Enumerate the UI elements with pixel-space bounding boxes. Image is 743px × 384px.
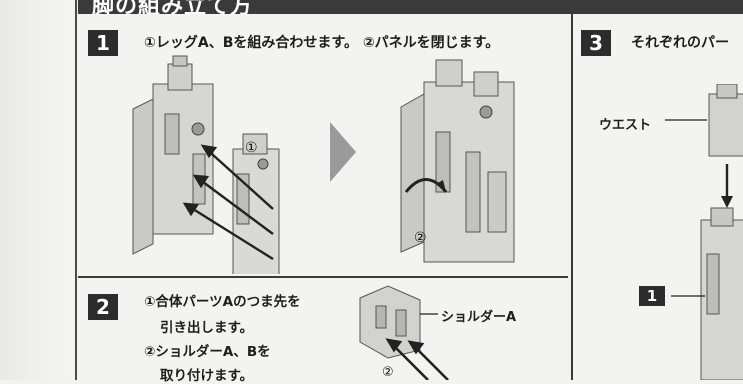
title-slant bbox=[300, 0, 316, 14]
shoulder-illustration: ② bbox=[359, 285, 449, 380]
step-1-marker-1: ① bbox=[245, 140, 258, 156]
step-1-badge: 1 bbox=[88, 30, 118, 56]
leg-assembly-illustration-left: ① bbox=[132, 55, 280, 274]
step-3-badge: 3 bbox=[581, 30, 611, 56]
title-band bbox=[78, 0, 743, 14]
step-3-panel: 3 それぞれのパー ウエスト 1 bbox=[571, 14, 743, 380]
next-step-arrow-icon bbox=[330, 122, 356, 182]
shoulder-a-callout: ショルダーA bbox=[441, 310, 517, 325]
step-2-line-4: 取り付けます。 bbox=[160, 368, 254, 384]
step-1-reference-badge: 1 bbox=[639, 286, 665, 306]
body-assembly-illustration bbox=[665, 84, 743, 380]
step-2-number: 2 bbox=[96, 295, 110, 319]
step-2-badge: 2 bbox=[88, 294, 118, 320]
step-1-marker-2: ② bbox=[414, 230, 427, 246]
step-1-instruction: ①レッグA、Bを組み合わせます。 ②パネルを閉じます。 bbox=[144, 35, 500, 51]
margin-line bbox=[75, 0, 77, 380]
step-1-panel: 1 ①レッグA、Bを組み合わせます。 ②パネルを閉じます。 ① bbox=[78, 14, 568, 278]
paper-margin bbox=[0, 0, 75, 380]
waist-callout: ウエスト bbox=[599, 118, 652, 133]
step-1-reference-number: 1 bbox=[646, 287, 658, 305]
step-3-number: 3 bbox=[589, 31, 603, 55]
step-2-line-1: ①合体パーツAのつま先を bbox=[144, 294, 301, 310]
leg-assembly-illustration-right: ② bbox=[400, 59, 515, 263]
step-3-instruction: それぞれのパー bbox=[631, 35, 729, 51]
step-2-line-3: ②ショルダーA、Bを bbox=[144, 344, 271, 360]
step-2-marker-2: ② bbox=[382, 365, 394, 380]
step-2-panel: 2 ①合体パーツAのつま先を 引き出します。 ②ショルダーA、Bを 取り付けます… bbox=[78, 278, 568, 384]
step-2-line-2: 引き出します。 bbox=[160, 320, 254, 336]
step-1-number: 1 bbox=[96, 31, 110, 55]
